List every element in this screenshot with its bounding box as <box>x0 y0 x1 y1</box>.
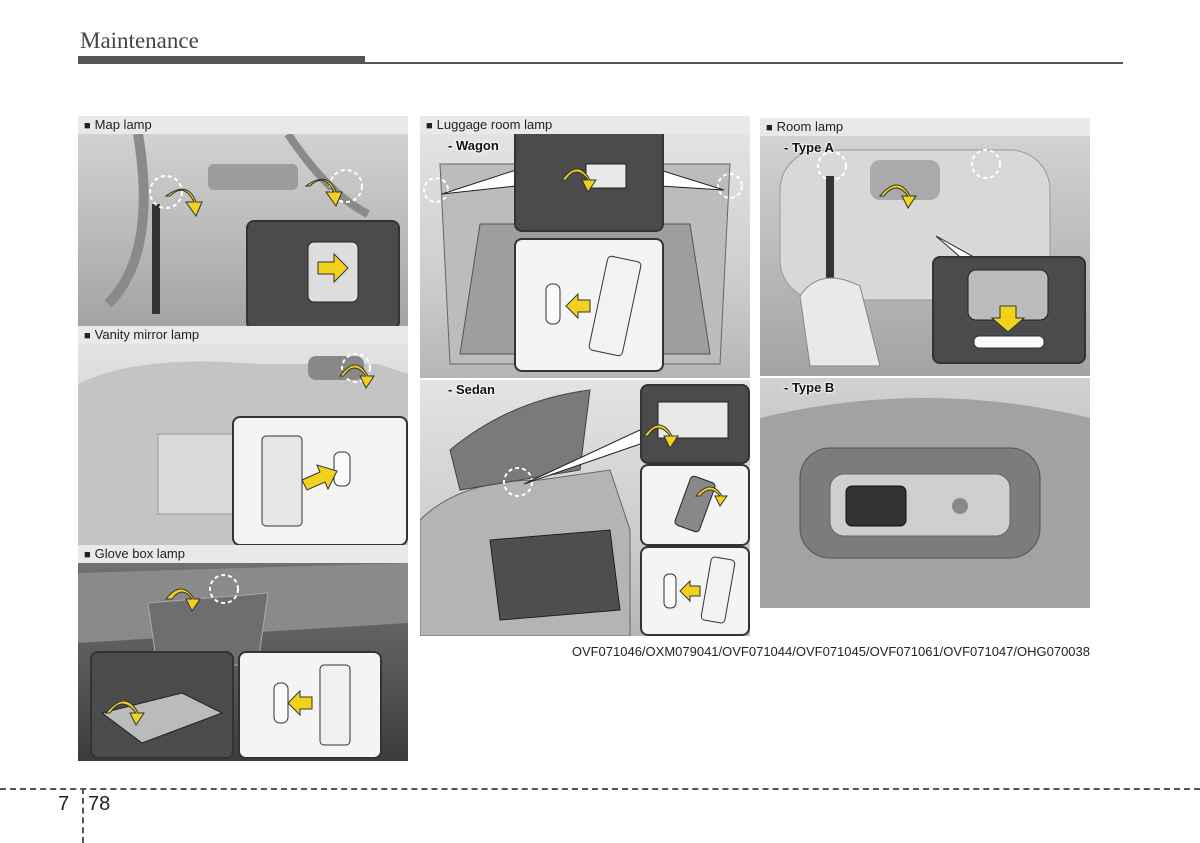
bullet-square-icon: ■ <box>84 330 91 342</box>
curved-arrow-icon <box>694 486 728 507</box>
map-lamp-illustration <box>78 134 408 328</box>
dashed-circle-marker <box>423 177 449 203</box>
page-title: Maintenance <box>80 28 199 53</box>
room-lamp-type-a-illustration: - Type A <box>760 136 1090 376</box>
sedan-illustration: - Sedan <box>420 380 750 636</box>
room-lamp-label: ■Room lamp <box>760 118 1090 136</box>
vanity-mirror-bulb-inset <box>232 416 408 546</box>
curved-arrow-icon <box>104 700 145 726</box>
glove-box-lamp-illustration <box>78 563 408 761</box>
map-lamp-panel: ■Map lamp <box>78 116 408 328</box>
straight-arrow-icon <box>679 579 701 603</box>
dashed-circle-marker <box>209 574 239 604</box>
wagon-illustration: - Wagon <box>420 134 750 378</box>
image-reference-codes: OVF071046/OXM079041/OVF071044/OVF071045/… <box>571 644 1090 659</box>
footer-rule <box>0 788 1200 790</box>
glove-box-lamp-panel: ■Glove box lamp <box>78 545 408 761</box>
straight-arrow-icon <box>990 305 1026 333</box>
straight-arrow-icon <box>565 292 591 320</box>
curved-arrow-icon <box>164 588 201 612</box>
curved-arrow-icon <box>339 364 375 389</box>
bullet-square-icon: ■ <box>84 120 91 132</box>
page-number: 78 <box>88 793 111 815</box>
type-a-variant-label: - Type A <box>784 140 834 155</box>
map-lamp-label: ■Map lamp <box>78 116 408 134</box>
sedan-variant-label: - Sedan <box>448 382 495 397</box>
room-lamp-bulb-inset <box>932 256 1086 364</box>
bullet-square-icon: ■ <box>426 120 433 132</box>
straight-arrow-icon <box>287 689 313 717</box>
curved-arrow-icon <box>164 188 203 218</box>
header-rule-thick <box>78 56 365 64</box>
sedan-bulb-inset <box>640 546 750 636</box>
glove-box-lamp-housing-inset <box>90 651 234 759</box>
dashed-circle-marker <box>341 353 371 383</box>
room-lamp-type-b-drawing <box>760 398 1090 608</box>
map-lamp-drawing <box>104 134 370 314</box>
chapter-number: 7 <box>58 793 70 815</box>
sedan-drawing <box>420 389 647 636</box>
wagon-bulb-inset <box>514 238 664 372</box>
vanity-mirror-lamp-label: ■Vanity mirror lamp <box>78 326 408 344</box>
footer-divider <box>82 788 84 843</box>
curved-arrow-icon <box>643 424 679 449</box>
straight-arrow-icon <box>317 252 349 284</box>
curved-arrow-icon <box>878 184 917 209</box>
vanity-mirror-lamp-illustration <box>78 344 408 546</box>
type-b-variant-label: - Type B <box>784 380 835 395</box>
room-lamp-type-b-illustration: - Type B <box>760 378 1090 608</box>
glove-box-lamp-label: ■Glove box lamp <box>78 545 408 563</box>
sedan-housing-inset <box>640 464 750 546</box>
map-lamp-bulb-inset <box>246 220 400 328</box>
wagon-variant-label: - Wagon <box>448 138 499 153</box>
luggage-room-lamp-panel: ■Luggage room lamp - Wagon <box>420 116 750 636</box>
dashed-circle-marker <box>149 175 183 209</box>
bullet-square-icon: ■ <box>766 122 773 134</box>
bullet-square-icon: ■ <box>84 549 91 561</box>
curved-arrow-icon <box>561 168 597 193</box>
vanity-mirror-lamp-panel: ■Vanity mirror lamp <box>78 326 408 546</box>
dashed-circle-marker <box>503 467 533 497</box>
luggage-room-lamp-label: ■Luggage room lamp <box>420 116 750 134</box>
room-lamp-panel: ■Room lamp - Type A <box>760 118 1090 608</box>
wagon-lamp-closeup <box>514 134 664 232</box>
sedan-lamp-closeup <box>640 384 750 464</box>
header-rule-thin <box>365 62 1123 64</box>
glove-box-bulb-inset <box>238 651 382 759</box>
straight-arrow-icon <box>301 464 338 491</box>
